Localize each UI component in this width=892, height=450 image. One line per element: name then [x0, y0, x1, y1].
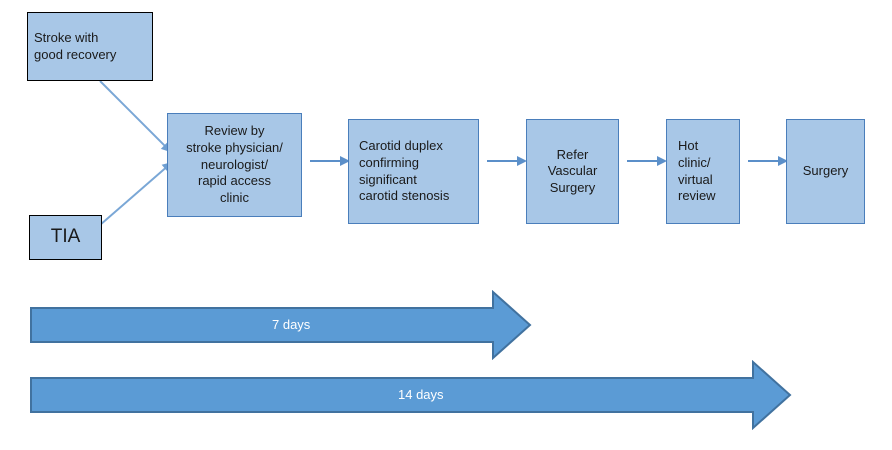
node-label: Surgery: [802, 163, 849, 179]
timeline-arrow-shape: [30, 360, 792, 430]
timeline-label-14-days: 14 days: [398, 387, 444, 402]
node-review-by-stroke-physician[interactable]: Review by stroke physician/ neurologist/…: [167, 113, 302, 217]
node-carotid-duplex[interactable]: Carotid duplex confirming significant ca…: [348, 119, 479, 224]
node-surgery[interactable]: Surgery: [786, 119, 865, 224]
node-label: Review by stroke physician/ neurologist/…: [186, 123, 283, 205]
node-label: TIA: [50, 226, 81, 248]
node-label: Carotid duplex confirming significant ca…: [359, 138, 450, 204]
connector-stroke-to-review: [99, 80, 166, 147]
connector-review-to-duplex: [310, 156, 350, 166]
connector-refer-to-hotclinic: [627, 156, 667, 166]
node-hot-clinic-virtual-review[interactable]: Hot clinic/ virtual review: [666, 119, 740, 224]
connector-duplex-to-refer: [487, 156, 527, 166]
node-label: Stroke with good recovery: [34, 29, 117, 62]
timeline-label-7-days: 7 days: [272, 317, 311, 332]
node-label: Refer Vascular Surgery: [547, 146, 598, 195]
node-tia[interactable]: TIA: [29, 215, 102, 260]
node-refer-vascular-surgery[interactable]: Refer Vascular Surgery: [526, 119, 619, 224]
timeline-banner-7-days: 7 days: [30, 290, 532, 360]
timeline-arrow-shape: [30, 290, 532, 360]
node-stroke-with-good-recovery[interactable]: Stroke with good recovery: [27, 12, 153, 81]
connector-tia-to-review: [99, 167, 167, 226]
connector-hotclinic-to-surgery: [748, 156, 788, 166]
timeline-banner-14-days: 14 days: [30, 360, 792, 430]
node-label: Hot clinic/ virtual review: [678, 138, 716, 204]
